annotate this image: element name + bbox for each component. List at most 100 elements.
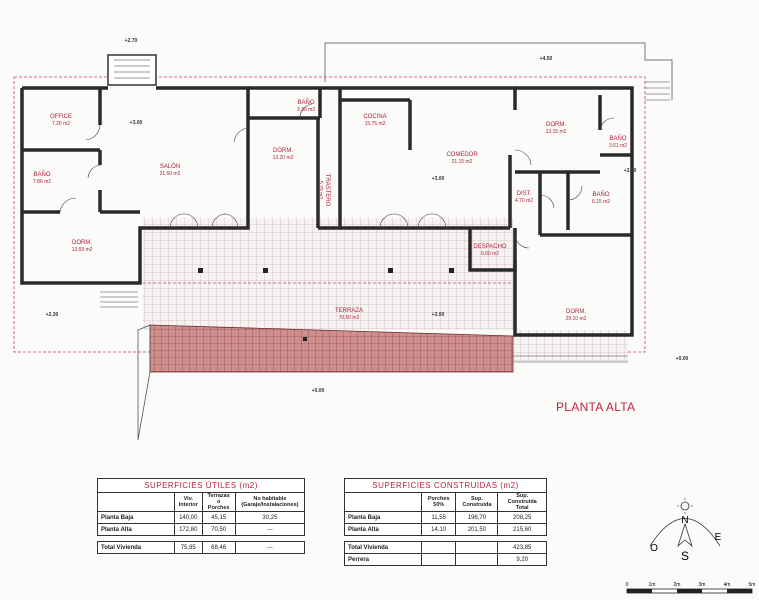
table-header: Sup. Construida xyxy=(455,492,499,512)
room-label: DORM.13.69 m2 xyxy=(72,240,93,253)
scale-tick-label: 3m xyxy=(699,582,706,588)
room-area: 13.69 m2 xyxy=(72,247,93,253)
table-header: Viv. Interior xyxy=(174,492,203,512)
table-header: Sup. Construida Total xyxy=(497,492,547,512)
table-cell: 208,25 xyxy=(497,511,547,524)
room-label: DORM.13.15 m2 xyxy=(546,122,567,135)
room-name: COCINA xyxy=(363,114,386,120)
table-cell xyxy=(455,553,499,566)
room-area: 13.20 m2 xyxy=(273,155,294,161)
table-cell: 75,85 xyxy=(174,541,203,554)
level-mark: +0.00 xyxy=(676,356,689,362)
room-name: SALÓN xyxy=(160,163,180,170)
table-cell: 172,80 xyxy=(174,523,203,536)
scale-tick-label: 1m xyxy=(649,582,656,588)
table-row: Total Vivienda 75,85 68,46 --- xyxy=(97,541,306,554)
table-row: Planta Alta 14,10 201,50 215,60 xyxy=(344,523,547,536)
table-row: Total Vivienda 423,85 xyxy=(344,541,547,554)
level-mark: +3.00 xyxy=(130,120,143,126)
room-area: 6.15 m2 xyxy=(592,199,610,205)
compass-icon: N S O E xyxy=(649,498,722,563)
table-row: Planta Baja 11,55 196,70 208,25 xyxy=(344,511,547,524)
compass-o: O xyxy=(650,543,658,554)
room-name: DORM. xyxy=(566,309,586,315)
table-cell: 45,15 xyxy=(201,511,236,524)
room-area: 4.70 m2 xyxy=(515,198,533,204)
level-mark: +2.70 xyxy=(125,38,138,44)
table-cell: --- xyxy=(234,541,306,554)
level-mark: +2.30 xyxy=(46,312,59,318)
room-label: DORM.13.20 m2 xyxy=(273,148,294,161)
row-label: Total Vivienda xyxy=(97,541,175,554)
table-header: Porches 50% xyxy=(420,492,457,512)
room-area: 21.15 m2 xyxy=(452,159,473,165)
superficies-construidas-table: SUPERFICIES CONSTRUIDAS (m2) Porches 50%… xyxy=(344,478,547,566)
table-cell: 9,20 xyxy=(497,553,547,566)
plan-title: PLANTA ALTA xyxy=(556,400,636,414)
level-mark: +4.50 xyxy=(540,56,553,62)
level-mark: +3.00 xyxy=(432,176,445,182)
room-name: OFFICE xyxy=(50,114,72,120)
room-name: DIST. xyxy=(517,191,532,197)
room-area: 3.39 m2 xyxy=(297,107,315,113)
table-cell xyxy=(420,541,457,554)
row-label: Planta Baja xyxy=(97,511,175,524)
table-cell: 11,55 xyxy=(420,511,457,524)
room-name: DORM. xyxy=(273,148,293,154)
room-name: COMEDOR xyxy=(446,152,478,158)
room-area: 15.75 m2 xyxy=(365,121,386,127)
row-label: Planta Alta xyxy=(97,523,175,536)
scale-tick-label: 5m xyxy=(749,582,756,588)
row-label: Planta Alta xyxy=(344,523,422,536)
room-name: TERRAZA xyxy=(335,308,363,314)
room-label: DIST.4.70 m2 xyxy=(515,191,533,204)
table-cell: 30,25 xyxy=(234,511,306,524)
table-cell: 140,00 xyxy=(174,511,203,524)
room-area: 6.00 m2 xyxy=(481,251,499,257)
level-mark: +3.00 xyxy=(624,168,637,174)
compass-n: N xyxy=(681,515,688,526)
room-area: 5.29 m2 xyxy=(317,181,323,199)
compass-s: S xyxy=(681,549,689,563)
table-cell: 215,60 xyxy=(497,523,547,536)
table-cell: 201,50 xyxy=(455,523,499,536)
table-cell: 423,85 xyxy=(497,541,547,554)
table-cell: 70,50 xyxy=(201,523,236,536)
table-row: Perrera 9,20 xyxy=(344,553,547,566)
room-name: BAÑO xyxy=(33,171,50,178)
table-cell: 196,70 xyxy=(455,511,499,524)
scale-tick-label: 4m xyxy=(724,582,731,588)
table-header: No habitable (Garaje/Instalaciones) xyxy=(234,492,306,512)
table-header: Terrazas o Porches xyxy=(201,492,236,512)
room-area: 29.10 m2 xyxy=(566,316,587,322)
scale-tick-label: 2m xyxy=(674,582,681,588)
room-area: 7.20 m2 xyxy=(52,121,70,127)
level-mark: +0.00 xyxy=(312,388,325,394)
room-name: TRASTERO xyxy=(324,174,330,207)
room-area: 70.50 m2 xyxy=(339,315,360,321)
room-area: 7.86 m2 xyxy=(33,179,51,185)
table-cell xyxy=(455,541,499,554)
room-area: 3.61 m2 xyxy=(609,143,627,149)
table-cell: 14,10 xyxy=(420,523,457,536)
room-name: DORM. xyxy=(72,240,92,246)
room-name: BAÑO xyxy=(609,135,626,142)
row-label: Planta Baja xyxy=(344,511,422,524)
table-row: Planta Baja 140,00 45,15 30,25 xyxy=(97,511,306,524)
room-label: DORM.29.10 m2 xyxy=(566,309,587,322)
room-area: 13.15 m2 xyxy=(546,129,567,135)
table-cell xyxy=(420,553,457,566)
room-area: 31.60 m2 xyxy=(160,171,181,177)
superficies-utiles-table: SUPERFICIES ÚTILES (m2) Viv. Interior Te… xyxy=(97,478,306,554)
